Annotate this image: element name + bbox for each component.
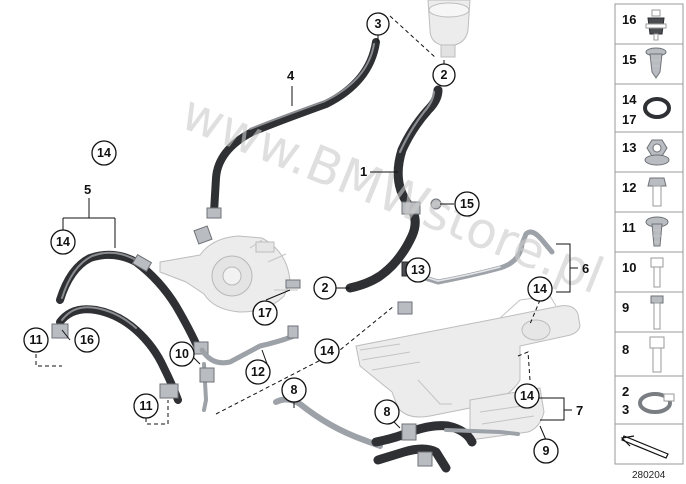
callout-14-left: 14	[50, 229, 76, 255]
svg-text:13: 13	[622, 140, 636, 155]
callout-8-left: 8	[281, 377, 307, 403]
hose-4	[193, 38, 380, 245]
svg-text:14: 14	[533, 282, 547, 296]
callout-3-top: 3	[366, 12, 390, 36]
svg-text:14: 14	[520, 389, 534, 403]
legend-row-13: 13	[614, 131, 684, 173]
callout-9: 9	[533, 438, 559, 464]
long-bolt-icon	[650, 295, 664, 330]
leader-lines	[35, 15, 578, 441]
legend-row-12: 12	[614, 171, 684, 213]
svg-text:15: 15	[460, 197, 474, 211]
callout-11-left: 11	[23, 327, 49, 353]
legend-row-11: 11	[614, 211, 684, 253]
svg-text:3: 3	[375, 17, 382, 31]
reservoir-ghost	[427, 0, 471, 58]
label-5: 5	[84, 182, 91, 197]
callout-2-mid: 2	[313, 276, 337, 300]
svg-text:14: 14	[622, 92, 637, 107]
svg-text:17: 17	[258, 306, 272, 320]
doc-number: 280204	[632, 470, 666, 481]
pipe-6	[397, 229, 555, 315]
label-7: 7	[576, 403, 583, 418]
legend-row-8: 8	[614, 331, 684, 377]
svg-text:8: 8	[291, 383, 298, 397]
svg-text:9: 9	[622, 300, 629, 315]
svg-text:14: 14	[97, 146, 111, 160]
legend-row-16: 16	[614, 3, 684, 45]
svg-text:15: 15	[622, 52, 636, 67]
callout-8-bottom: 8	[374, 399, 400, 425]
callout-15: 15	[454, 191, 480, 217]
direction-arrow-icon	[620, 435, 669, 459]
svg-text:11: 11	[29, 333, 42, 347]
label-1: 1	[360, 164, 367, 179]
rubber-mount-icon	[645, 9, 667, 41]
callout-14-right: 14	[527, 276, 553, 302]
hose-clamp-icon	[638, 392, 675, 414]
allen-screw-icon	[649, 336, 665, 373]
hex-bolt-icon	[647, 177, 667, 207]
svg-text:9: 9	[543, 444, 550, 458]
svg-text:11: 11	[139, 399, 152, 413]
callout-11-bottom: 11	[133, 393, 159, 419]
svg-text:12: 12	[622, 180, 636, 195]
pump-ghost	[159, 235, 298, 313]
callout-13: 13	[405, 257, 431, 283]
legend-row-direction	[614, 423, 684, 465]
torx-bolt-icon	[645, 216, 669, 247]
label-6: 6	[582, 261, 589, 276]
cooler-8	[273, 396, 520, 473]
svg-text:8: 8	[622, 342, 629, 357]
o-ring-icon	[643, 97, 671, 119]
svg-text:3: 3	[622, 402, 629, 417]
callout-2-top: 2	[432, 63, 456, 87]
svg-text:14: 14	[320, 344, 334, 358]
svg-text:13: 13	[411, 263, 425, 277]
legend-row-10: 10	[614, 251, 684, 293]
collar-nut-icon	[644, 139, 670, 166]
socket-head-screw-icon	[650, 257, 664, 288]
hose-5	[51, 250, 209, 404]
callout-17: 17	[252, 300, 278, 326]
svg-text:12: 12	[251, 365, 265, 379]
svg-text:17: 17	[622, 112, 636, 127]
callout-14-center: 14	[314, 338, 340, 364]
svg-text:10: 10	[175, 347, 189, 361]
callout-14-bottom: 14	[514, 383, 540, 409]
legend-row-9: 9	[614, 291, 684, 333]
callout-12: 12	[245, 359, 271, 385]
svg-text:14: 14	[56, 235, 70, 249]
legend-row-14-17: 14 17	[614, 83, 684, 133]
svg-text:2: 2	[322, 281, 329, 295]
svg-text:16: 16	[622, 12, 636, 27]
svg-text:16: 16	[80, 333, 94, 347]
callout-14-upper-left: 14	[91, 140, 117, 166]
pipe-return	[159, 279, 301, 412]
hose-1	[345, 85, 443, 293]
svg-text:8: 8	[384, 405, 391, 419]
svg-text:2: 2	[622, 384, 629, 399]
callout-16: 16	[74, 327, 100, 353]
expanding-rivet-icon	[645, 47, 667, 79]
svg-text:2: 2	[441, 68, 448, 82]
legend-row-15: 15	[614, 43, 684, 85]
svg-text:10: 10	[622, 260, 636, 275]
callout-10: 10	[169, 341, 195, 367]
svg-text:11: 11	[622, 220, 636, 235]
legend-panel: 16 15 14 17	[614, 3, 684, 481]
label-4: 4	[287, 68, 295, 83]
legend-row-2-3: 2 3	[614, 375, 684, 425]
